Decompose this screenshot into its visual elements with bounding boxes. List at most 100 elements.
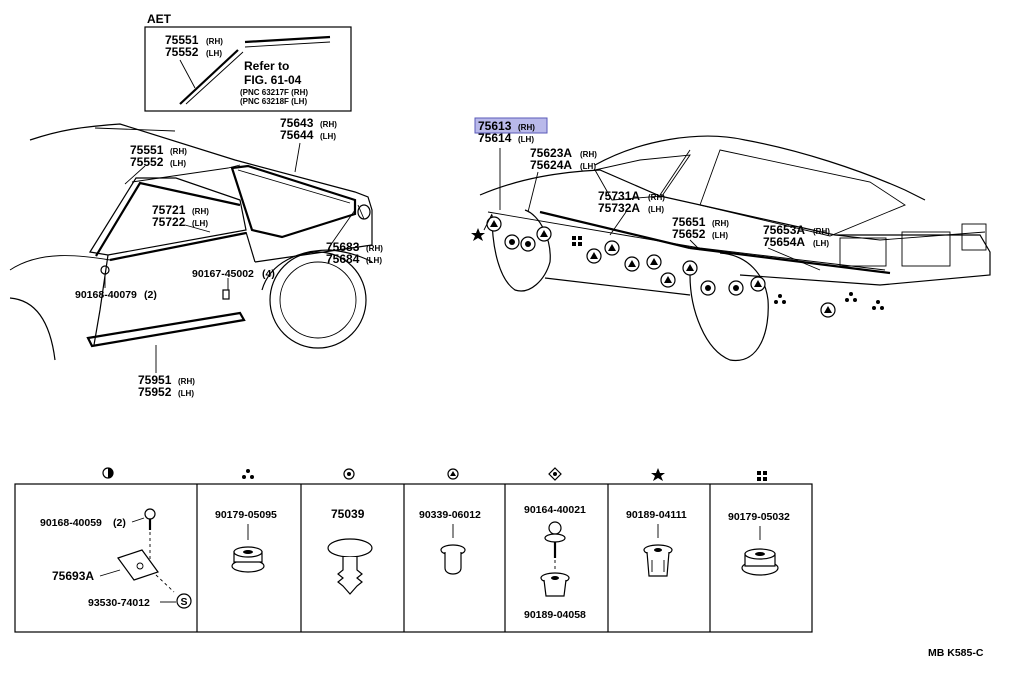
inset-pn-rh[interactable]: 75551 — [165, 33, 199, 47]
svg-text:(LH): (LH) — [170, 159, 186, 168]
callout-75654a[interactable]: 75654A — [763, 235, 805, 249]
inset-molding-a — [179, 49, 239, 105]
cell6-pn[interactable]: 90189-04111 — [626, 509, 687, 521]
right-side-molding — [539, 210, 691, 250]
callout-75624a[interactable]: 75624A — [530, 158, 572, 172]
screw-icon — [144, 508, 156, 520]
diamond-symbol-icon — [548, 467, 562, 481]
callout-75613[interactable]: 75613 — [478, 119, 512, 133]
ring-clip-icon — [504, 234, 744, 296]
cell7-pn[interactable]: 90179-05032 — [728, 511, 790, 523]
cell4-pn[interactable]: 90339-06012 — [419, 509, 481, 521]
svg-text:(RH): (RH) — [712, 219, 729, 228]
svg-text:(RH): (RH) — [178, 377, 195, 386]
callout-75614[interactable]: 75614 — [478, 131, 512, 145]
svg-text:(RH): (RH) — [366, 244, 383, 253]
left-leaders — [104, 142, 356, 373]
inset-pnc-rh: (PNC 63217F (RH) — [240, 88, 308, 97]
inset-leader — [179, 59, 196, 89]
svg-text:(LH): (LH) — [192, 219, 208, 228]
callout-75683[interactable]: 75683 — [326, 240, 360, 254]
svg-text:(LH): (LH) — [518, 135, 534, 144]
callout-75721[interactable]: 75721 — [152, 203, 186, 217]
callout-75952[interactable]: 75952 — [138, 385, 172, 399]
callout-75623a[interactable]: 75623A — [530, 146, 572, 160]
callout-75552[interactable]: 75552 — [130, 155, 164, 169]
svg-text:(RH): (RH) — [518, 123, 535, 132]
left-rocker-molding — [86, 311, 246, 348]
right-car-drawing — [479, 135, 991, 361]
cell1-pn-c[interactable]: 93530-74012 — [88, 597, 150, 609]
grommet-icon — [440, 544, 466, 575]
svg-text:(LH): (LH) — [366, 256, 382, 265]
star-clip-icon — [471, 213, 493, 241]
table-cell-6: 90189-04111 — [626, 509, 687, 577]
three-dot-clip-icon — [774, 292, 884, 310]
triangle-symbol-icon — [447, 468, 459, 480]
push-rivet-icon — [327, 538, 373, 595]
cell1-pn-a[interactable]: 90168-40059 — [40, 517, 102, 529]
ring-symbol-icon — [343, 468, 355, 480]
svg-text:(2): (2) — [144, 289, 157, 301]
cell5-pn-a[interactable]: 90164-40021 — [524, 504, 586, 516]
callout-75684[interactable]: 75684 — [326, 252, 360, 266]
callout-75643[interactable]: 75643 — [280, 116, 314, 130]
callout-75951[interactable]: 75951 — [138, 373, 172, 387]
inset-refer-2[interactable]: FIG. 61-04 — [244, 73, 302, 87]
s-mark-icon — [176, 593, 192, 609]
callout-75551[interactable]: 75551 — [130, 143, 164, 157]
svg-text:(RH): (RH) — [648, 193, 665, 202]
hex-nut-icon — [741, 548, 779, 576]
table-cell-4: 90339-06012 — [419, 509, 481, 575]
inset-pn-lh[interactable]: 75552 — [165, 45, 199, 59]
clip-nut-icon — [540, 572, 570, 597]
half-circle-symbol-icon — [102, 467, 114, 479]
bracket-icon — [117, 549, 159, 581]
cell2-pn[interactable]: 90179-05095 — [215, 509, 277, 521]
svg-text:(LH): (LH) — [648, 205, 664, 214]
callout-75653a[interactable]: 75653A — [763, 223, 805, 237]
inset-lh: (LH) — [206, 49, 222, 58]
triangle-clip-icon — [486, 216, 836, 318]
svg-text:(LH): (LH) — [712, 231, 728, 240]
callout-90168-40079[interactable]: 90168-40079 — [75, 289, 137, 301]
callout-75732a[interactable]: 75732A — [598, 201, 640, 215]
inset-frame — [144, 26, 352, 112]
callout-75652[interactable]: 75652 — [672, 227, 706, 241]
cell1-pn-b[interactable]: 75693A — [52, 569, 94, 583]
callout-highlight — [474, 117, 548, 134]
callout-75731a[interactable]: 75731A — [598, 189, 640, 203]
inset-box: AET 75551 (RH) 75552 (LH) Refer to FIG. … — [144, 12, 352, 112]
inset-header: AET — [147, 12, 172, 26]
cell3-pn[interactable]: 75039 — [331, 507, 365, 521]
svg-text:(LH): (LH) — [320, 132, 336, 141]
table-frame — [14, 483, 813, 633]
svg-text:(RH): (RH) — [813, 227, 830, 236]
callout-75651[interactable]: 75651 — [672, 215, 706, 229]
flange-nut-icon — [231, 546, 265, 573]
callout-75644[interactable]: 75644 — [280, 128, 314, 142]
grid-clip-icon — [572, 236, 582, 246]
right-rear-molding — [689, 246, 891, 275]
table-cell-5: 90164-40021 90189-04058 — [524, 504, 586, 621]
inset-molding-a-edge — [185, 51, 244, 105]
table-cell-2: 90179-05095 — [215, 509, 277, 573]
svg-text:(2): (2) — [113, 517, 126, 529]
table-cell-3: 75039 — [327, 507, 373, 595]
inset-molding-b — [244, 35, 331, 44]
right-callouts: 75613 (RH) 75614 (LH) 75623A (RH) 75624A… — [478, 119, 830, 249]
svg-text:(RH): (RH) — [320, 120, 337, 129]
svg-text:(LH): (LH) — [178, 389, 194, 398]
callout-75722[interactable]: 75722 — [152, 215, 186, 229]
inset-molding-b-edge — [244, 41, 331, 48]
table-cell-1: 90168-40059 (2) 75693A 93530-74012 S — [40, 508, 192, 609]
cell5-pn-b[interactable]: 90189-04058 — [524, 609, 586, 621]
svg-text:(RH): (RH) — [170, 147, 187, 156]
fastener-table: 90168-40059 (2) 75693A 93530-74012 S 901… — [14, 467, 813, 633]
inset-rh: (RH) — [206, 37, 223, 46]
left-car-drawing — [9, 123, 373, 361]
callout-90167-45002[interactable]: 90167-45002 — [192, 268, 254, 280]
inset-pnc-lh: (PNC 63218F (LH) — [240, 97, 307, 106]
